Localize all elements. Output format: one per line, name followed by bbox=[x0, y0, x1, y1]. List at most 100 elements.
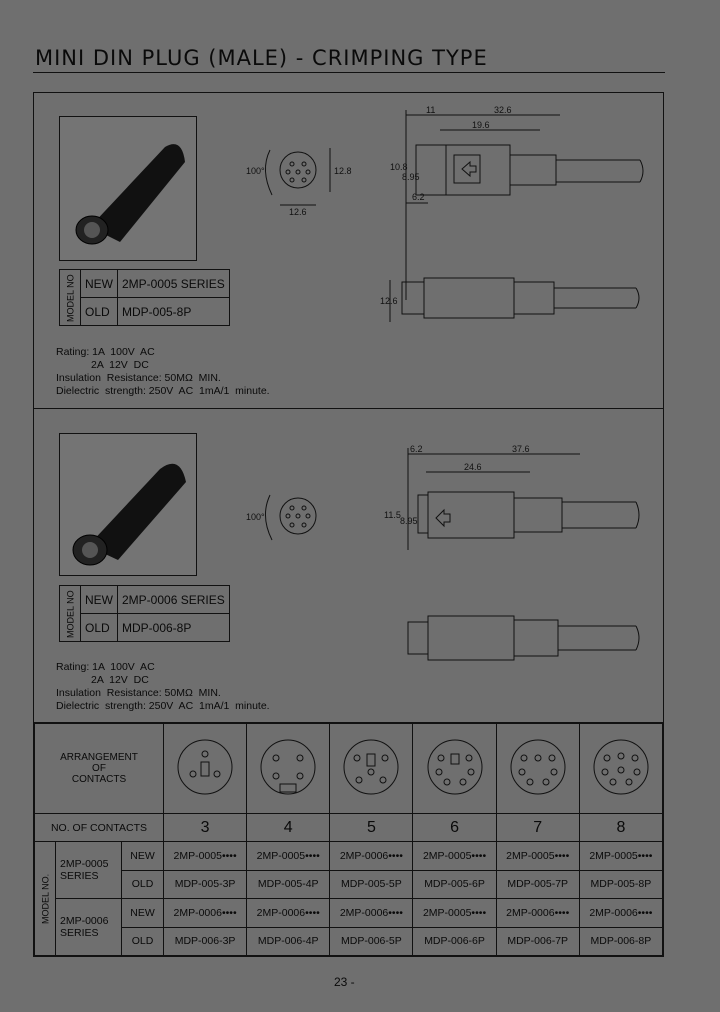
front-view-1: 100° 12.8 12.6 bbox=[246, 148, 352, 217]
pinout-3-icon bbox=[177, 739, 233, 795]
svg-text:8.95: 8.95 bbox=[402, 172, 420, 182]
part-cell: MDP-006-6P bbox=[412, 926, 497, 956]
pinout-8-icon bbox=[593, 739, 649, 795]
part-cell: 2MP-0005•••• bbox=[578, 841, 664, 871]
part-cell: 2MP-0006•••• bbox=[162, 898, 248, 928]
plug-photo-icon bbox=[72, 463, 186, 566]
part-cell: 2MP-0005•••• bbox=[162, 841, 248, 871]
contacts-grid: ARRANGEMENT OF CONTACTS NO. OF CONTACTS … bbox=[33, 722, 664, 957]
title-rule bbox=[33, 72, 665, 73]
product-photo-1 bbox=[59, 116, 197, 261]
part-cell: 2MP-0005•••• bbox=[495, 841, 580, 871]
rating-line: Insulation Resistance: 50MΩ MIN. bbox=[56, 372, 221, 384]
page-number: 23 - bbox=[334, 975, 355, 989]
old-label: OLD bbox=[80, 613, 118, 642]
new-value: 2MP-0005 SERIES bbox=[117, 269, 230, 298]
model-label: MODEL NO bbox=[59, 269, 81, 326]
new-label: NEW bbox=[121, 898, 164, 928]
product-photo-2 bbox=[59, 433, 197, 576]
count-cell: 3 bbox=[162, 813, 248, 842]
model-table-2: MODEL NO NEW 2MP-0006 SERIES OLD MDP-006… bbox=[59, 585, 230, 642]
part-cell: MDP-006-8P bbox=[578, 926, 664, 956]
model-label: MODEL NO bbox=[59, 585, 81, 642]
part-cell: MDP-006-5P bbox=[329, 926, 414, 956]
part-cell: MDP-006-3P bbox=[162, 926, 248, 956]
count-cell: 8 bbox=[578, 813, 664, 842]
count-cell: 5 bbox=[329, 813, 414, 842]
svg-text:19.6: 19.6 bbox=[472, 120, 490, 130]
part-cell: 2MP-0005•••• bbox=[412, 898, 497, 928]
part-cell: 2MP-0005•••• bbox=[246, 841, 331, 871]
rating-line: 2A 12V DC bbox=[56, 674, 149, 686]
rating-line: Insulation Resistance: 50MΩ MIN. bbox=[56, 687, 221, 699]
rating-line: Dielectric strength: 250V AC 1mA/1 minut… bbox=[56, 700, 270, 712]
svg-text:12.6: 12.6 bbox=[380, 296, 398, 306]
series-0005: 2MP-0005 SERIES bbox=[55, 841, 122, 899]
svg-text:11: 11 bbox=[426, 105, 435, 115]
front-view-2: 100° bbox=[246, 494, 317, 541]
svg-text:11.5: 11.5 bbox=[384, 510, 401, 520]
svg-text:12.8: 12.8 bbox=[334, 166, 352, 176]
arrangement-8 bbox=[578, 723, 664, 814]
rating-line: Rating: 1A 100V AC bbox=[56, 346, 155, 358]
rating-block-2: Rating: 1A 100V AC 2A 12V DC Insulation … bbox=[56, 661, 270, 713]
old-label: OLD bbox=[121, 869, 164, 899]
part-cell: 2MP-0006•••• bbox=[495, 898, 580, 928]
svg-text:24.6: 24.6 bbox=[464, 462, 482, 472]
rating-line: 2A 12V DC bbox=[56, 359, 149, 371]
model-table-1: MODEL NO NEW 2MP-0005 SERIES OLD MDP-005… bbox=[59, 269, 230, 326]
new-value: 2MP-0006 SERIES bbox=[117, 585, 230, 614]
svg-text:6.2: 6.2 bbox=[412, 192, 425, 202]
part-cell: MDP-005-5P bbox=[329, 869, 414, 899]
page-title: MINI DIN PLUG (MALE) - CRIMPING TYPE bbox=[35, 46, 488, 70]
old-value: MDP-005-8P bbox=[117, 297, 230, 326]
part-cell: 2MP-0006•••• bbox=[329, 898, 414, 928]
old-label: OLD bbox=[80, 297, 118, 326]
arrangement-4 bbox=[246, 723, 331, 814]
rating-block-1: Rating: 1A 100V AC 2A 12V DC Insulation … bbox=[56, 346, 270, 398]
part-cell: MDP-005-4P bbox=[246, 869, 331, 899]
part-cell: MDP-005-8P bbox=[578, 869, 664, 899]
bottom-view-1: 12.6 bbox=[380, 277, 640, 322]
part-cell: MDP-006-7P bbox=[495, 926, 580, 956]
svg-text:100°: 100° bbox=[246, 512, 265, 522]
arrangement-label: ARRANGEMENT OF CONTACTS bbox=[34, 723, 164, 814]
svg-text:37.6: 37.6 bbox=[512, 444, 530, 454]
pinout-5-icon bbox=[343, 739, 399, 795]
arrangement-6 bbox=[412, 723, 497, 814]
new-label: NEW bbox=[80, 269, 118, 298]
pinout-4-icon bbox=[260, 739, 316, 795]
count-cell: 6 bbox=[412, 813, 497, 842]
pinout-7-icon bbox=[510, 739, 566, 795]
part-cell: MDP-005-3P bbox=[162, 869, 248, 899]
plug-photo-icon bbox=[75, 144, 185, 245]
part-cell: 2MP-0005•••• bbox=[412, 841, 497, 871]
new-label: NEW bbox=[121, 841, 164, 871]
section2-drawings: 100° 6.2 37.6 24.6 11.5 8.95 bbox=[246, 444, 640, 661]
svg-text:10.8: 10.8 bbox=[390, 162, 408, 172]
part-cell: 2MP-0006•••• bbox=[578, 898, 664, 928]
part-cell: MDP-005-6P bbox=[412, 869, 497, 899]
part-cell: MDP-006-4P bbox=[246, 926, 331, 956]
count-cell: 7 bbox=[495, 813, 580, 842]
svg-text:12.6: 12.6 bbox=[289, 207, 307, 217]
arrangement-3 bbox=[162, 723, 248, 814]
svg-text:6.2: 6.2 bbox=[410, 444, 423, 454]
series-0006: 2MP-0006 SERIES bbox=[55, 898, 122, 956]
part-cell: MDP-005-7P bbox=[495, 869, 580, 899]
rating-line: Dielectric strength: 250V AC 1mA/1 minut… bbox=[56, 385, 270, 397]
svg-text:8.95: 8.95 bbox=[400, 516, 418, 526]
contacts-label: NO. OF CONTACTS bbox=[34, 813, 164, 842]
arrangement-5 bbox=[329, 723, 414, 814]
old-label: OLD bbox=[121, 926, 164, 956]
model-no-label: MODEL NO. bbox=[34, 841, 56, 956]
rating-line: Rating: 1A 100V AC bbox=[56, 661, 155, 673]
part-cell: 2MP-0006•••• bbox=[246, 898, 331, 928]
svg-text:100°: 100° bbox=[246, 166, 265, 176]
count-cell: 4 bbox=[246, 813, 331, 842]
section1-drawings: 100° 12.8 12.6 11 32.6 19.6 10.8 8.95 6.… bbox=[246, 105, 644, 322]
side-view-1: 11 32.6 19.6 10.8 8.95 6.2 bbox=[390, 105, 644, 300]
arrangement-7 bbox=[495, 723, 580, 814]
new-label: NEW bbox=[80, 585, 118, 614]
bottom-view-2 bbox=[407, 615, 640, 661]
